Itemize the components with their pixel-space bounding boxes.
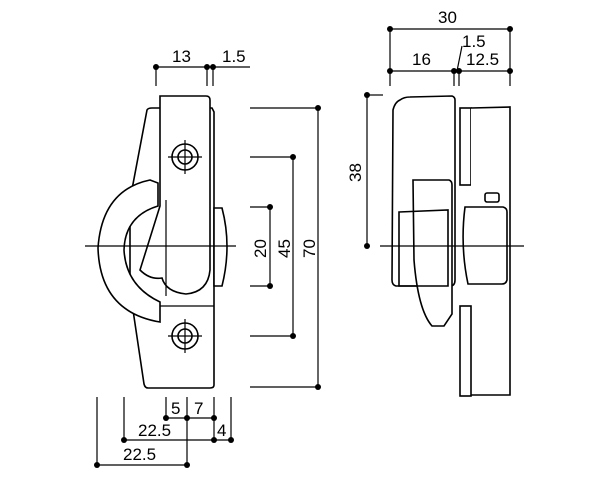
side-view: 30 16 1.5 12.5 38 bbox=[346, 8, 524, 397]
side-plate-top bbox=[459, 107, 472, 186]
dim-label: 16 bbox=[412, 50, 431, 69]
side-plate-bottom bbox=[459, 305, 472, 397]
screw-hole-top-icon bbox=[168, 140, 202, 174]
dim-label: 4 bbox=[217, 421, 226, 440]
dim-label: 12.5 bbox=[466, 50, 499, 69]
side-hook bbox=[412, 179, 453, 327]
knob-tab bbox=[213, 207, 228, 287]
dim-label: 1.5 bbox=[462, 32, 486, 51]
side-lever bbox=[398, 209, 449, 287]
dim-label: 38 bbox=[346, 163, 365, 182]
dim-label: 7 bbox=[194, 399, 203, 418]
dim-label: 22.5 bbox=[123, 445, 156, 464]
front-view: 13 1.5 20 45 70 5 7 22.5 4 22.5 bbox=[85, 47, 321, 468]
dim-label: 5 bbox=[171, 399, 180, 418]
hook-arm bbox=[97, 179, 161, 323]
dim-label: 30 bbox=[438, 8, 457, 27]
dim-label: 13 bbox=[172, 47, 191, 66]
screw-hole-bottom-icon bbox=[168, 319, 202, 353]
side-slot bbox=[484, 192, 500, 203]
dim-label: 45 bbox=[275, 239, 294, 258]
dim-label: 70 bbox=[300, 239, 319, 258]
dim-label: 20 bbox=[251, 239, 270, 258]
dim-label: 1.5 bbox=[222, 47, 246, 66]
dim-label: 22.5 bbox=[138, 421, 171, 440]
